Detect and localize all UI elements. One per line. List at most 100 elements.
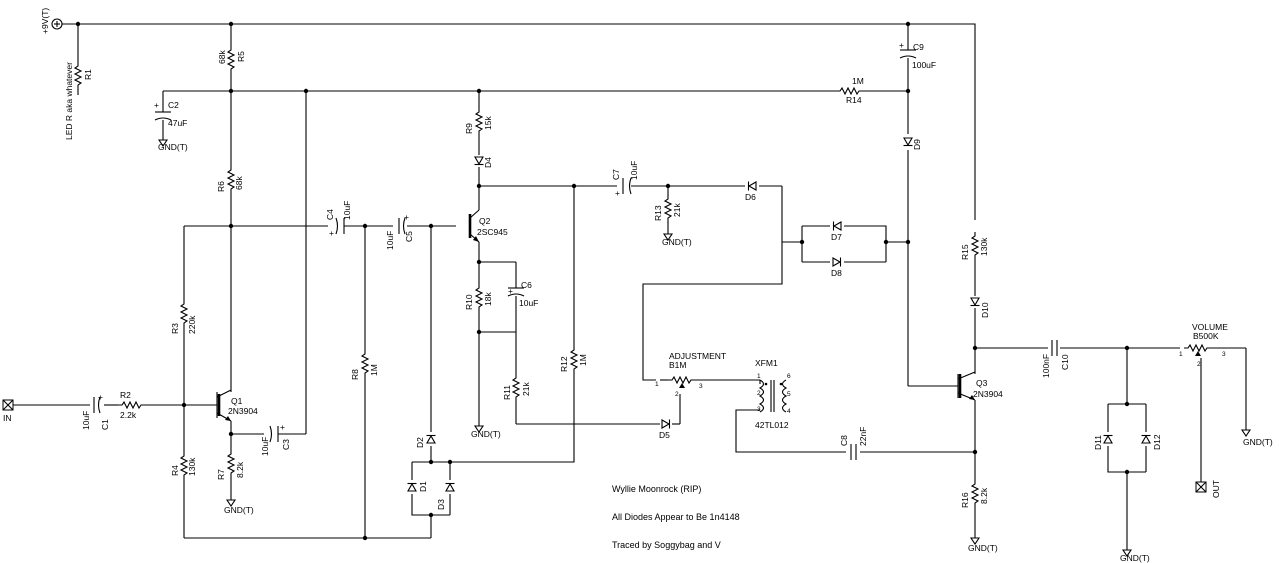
c6-value: 10uF — [519, 298, 538, 308]
diode-d9: D9 — [902, 137, 922, 150]
r5-value: 68k — [217, 50, 227, 64]
gnd-label: GND(T) — [1243, 437, 1273, 447]
c7-value: 10uF — [629, 161, 639, 180]
xfm1-pin5: 5 — [787, 391, 791, 398]
c5-plus: + — [404, 212, 409, 222]
resistor-r7: R7 8.2k — [216, 449, 245, 480]
resistor-r3: R3 220k — [170, 299, 197, 334]
diode-d5: D5 — [659, 418, 670, 440]
resistor-r5: 68k R5 — [217, 45, 246, 75]
xfm1-pin3: 3 — [757, 406, 761, 413]
r4-ref: R4 — [170, 465, 180, 476]
note-credit: Wyllie Moonrock (RIP) — [612, 484, 701, 494]
volume-pin3: 3 — [1222, 351, 1226, 358]
ground-r13: GND(T) — [662, 233, 692, 247]
r4-value: 130k — [187, 457, 197, 476]
adjustment-pin1: 1 — [655, 381, 659, 388]
resistor-r15: R15 130k — [960, 231, 989, 261]
capacitor-c7: + C7 10uF — [611, 161, 639, 198]
capacitor-c1: + C1 10uF — [81, 392, 110, 430]
d3-ref: D3 — [436, 499, 446, 510]
r7-value: 8.2k — [235, 461, 245, 478]
gnd-label: GND(T) — [471, 429, 501, 439]
r12-value: 1M — [578, 354, 588, 366]
resistor-r13: R13 21k — [653, 194, 682, 224]
c3-value: 10uF — [260, 437, 270, 456]
capacitor-c2: + C2 47uF — [154, 100, 187, 128]
d1-ref: D1 — [418, 481, 428, 492]
gnd-label: GND(T) — [224, 505, 254, 515]
c5-ref: C5 — [404, 231, 414, 242]
resistor-r1: R1 LED R aka whatever — [64, 61, 93, 140]
in-label: IN — [3, 413, 12, 423]
r15-ref: R15 — [960, 244, 970, 260]
ground-r16: GND(T) — [968, 537, 998, 553]
c3-ref: C3 — [281, 439, 291, 450]
gnd-label: GND(T) — [662, 237, 692, 247]
note-traced: Traced by Soggybag and V — [612, 540, 721, 550]
gnd-label: GND(T) — [1120, 553, 1150, 563]
ground-r7: GND(T) — [224, 499, 254, 515]
c10-ref: C10 — [1060, 354, 1070, 370]
xfm1-ref: XFM1 — [755, 358, 778, 368]
resistor-r9: R9 15k — [464, 107, 493, 137]
wires — [12, 23, 1247, 550]
r9-ref: R9 — [464, 123, 474, 134]
r10-value: 18k — [483, 292, 493, 306]
c1-ref: C1 — [100, 419, 110, 430]
pot-volume[interactable]: VOLUME B500K 1 2 3 — [1179, 322, 1228, 368]
volume-name: VOLUME — [1192, 322, 1228, 332]
adjustment-name: ADJUSTMENT — [669, 351, 726, 361]
d10-ref: D10 — [980, 302, 990, 318]
diode-d12: D12 — [1140, 434, 1162, 450]
output-port[interactable]: OUT — [1195, 480, 1221, 498]
q3-ref: Q3 — [976, 378, 988, 388]
resistor-r8: R8 1M — [350, 349, 379, 380]
r13-ref: R13 — [653, 205, 663, 221]
volume-pin1: 1 — [1179, 351, 1183, 358]
power-terminal: +9V(T) — [40, 8, 63, 34]
resistor-r10: R10 18k — [464, 283, 493, 313]
r7-ref: R7 — [216, 469, 226, 480]
xfm1-pin4: 4 — [787, 408, 791, 415]
transformer-xfm1: XFM1 42TL012 1 2 3 4 5 6 — [755, 358, 791, 430]
vplus-label: +9V(T) — [40, 8, 50, 34]
r2-value: 2.2k — [120, 410, 137, 420]
c9-ref: C9 — [913, 42, 924, 52]
c8-value: 22nF — [858, 427, 868, 446]
ground-r10: GND(T) — [471, 425, 501, 439]
c9-plus: + — [899, 40, 904, 50]
r9-value: 15k — [483, 116, 493, 130]
c2-value: 47uF — [168, 118, 187, 128]
d6-ref: D6 — [745, 192, 756, 202]
notes: Wyllie Moonrock (RIP) All Diodes Appear … — [612, 484, 740, 550]
diode-d2: D2 — [415, 434, 437, 448]
capacitor-c9: + C9 100uF — [899, 40, 936, 70]
pot-adjustment[interactable]: ADJUSTMENT B1M 1 2 3 — [655, 351, 726, 398]
d4-ref: D4 — [483, 157, 493, 168]
q3-value: 2N3904 — [973, 389, 1003, 399]
capacitor-c10: 100nF C10 — [1041, 340, 1070, 378]
c1-value: 10uF — [81, 411, 91, 430]
r12-ref: R12 — [559, 356, 569, 372]
capacitor-c3: + C3 10uF — [260, 422, 291, 456]
transistor-q3: Q3 2N3904 — [958, 374, 1003, 400]
resistor-r16: R16 8.2k — [960, 479, 989, 509]
c8-ref: C8 — [839, 435, 849, 446]
r5-ref: R5 — [236, 51, 246, 62]
c6-plus: + — [508, 286, 513, 296]
resistor-r4: R4 130k — [170, 451, 197, 481]
resistor-r12: R12 1M — [559, 345, 588, 375]
c2-ref: C2 — [168, 100, 179, 110]
input-port[interactable]: IN — [2, 399, 14, 423]
transistor-q1: Q1 2N3904 — [217, 394, 258, 421]
adjustment-pin2: 2 — [675, 391, 679, 398]
r13-value: 21k — [672, 203, 682, 217]
resistor-r11: R11 21k — [502, 373, 531, 403]
r15-value: 130k — [979, 237, 989, 256]
ground-c2: GND(T) — [158, 139, 188, 152]
r16-ref: R16 — [960, 492, 970, 508]
diode-d4: D4 — [473, 156, 493, 168]
note-diodes: All Diodes Appear to Be 1n4148 — [612, 512, 740, 522]
c10-value: 100nF — [1041, 354, 1051, 378]
